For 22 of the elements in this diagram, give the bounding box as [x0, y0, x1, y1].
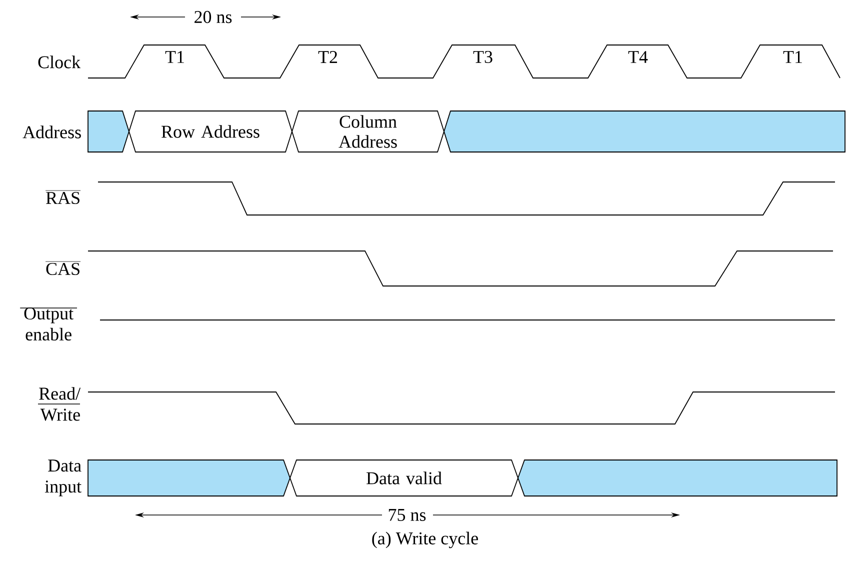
clock-period-label: T4	[627, 50, 649, 64]
clock-period-label: T3	[472, 50, 494, 64]
signal-label: CAS	[44, 260, 82, 276]
signal-label: RAS	[44, 188, 82, 206]
clock-period-label: T1	[782, 50, 804, 64]
bus-segment	[518, 460, 838, 496]
bus-segment: Row Address	[128, 110, 292, 152]
clock-period-label: T2	[317, 50, 339, 64]
signal-label: Address	[22, 124, 83, 140]
signal-label: Output enable	[18, 306, 79, 342]
caption: (a) Write cycle	[372, 532, 478, 548]
signal-label: Data input	[30, 458, 83, 498]
dimension-label: 20 ns	[192, 10, 234, 24]
bus-segment	[88, 110, 130, 152]
bus-segment: Column Address	[292, 110, 444, 152]
dimension-label: 75 ns	[386, 508, 428, 522]
signal-label: Read/ Write	[32, 386, 82, 422]
bus-segment	[88, 460, 290, 496]
clock-period-label: T1	[164, 50, 186, 64]
bus-segment: Data valid	[290, 460, 518, 496]
bus-segment	[444, 110, 846, 152]
signal-label: Clock	[36, 54, 82, 70]
